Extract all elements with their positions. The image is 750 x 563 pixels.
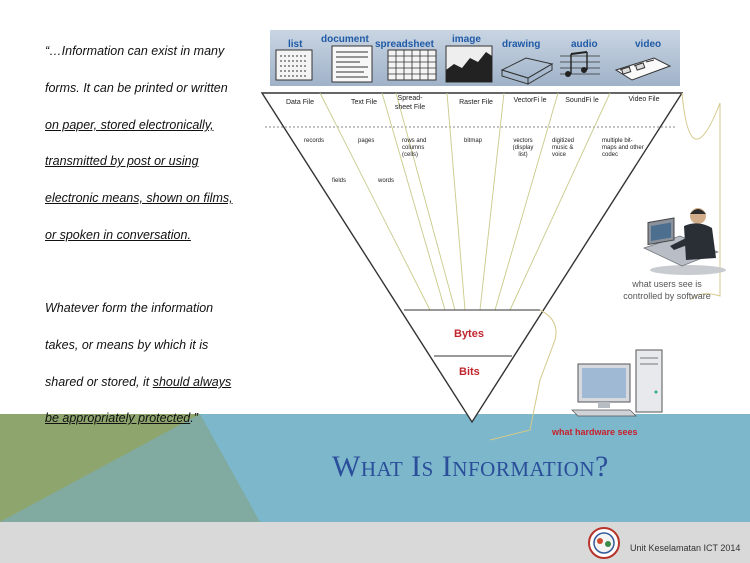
component-multiple-bitmaps: multiple bit-maps and other codec	[602, 138, 644, 159]
video-icon	[614, 57, 672, 81]
hardware-caption: what hardware sees	[552, 427, 638, 437]
file-type-raster: Raster File	[459, 99, 493, 106]
file-type-video: Video File	[628, 96, 660, 103]
quote-emphasis: be appropriately protected	[45, 411, 191, 425]
strip-label-drawing: drawing	[502, 39, 541, 50]
quote-line: Whatever form the information	[45, 301, 214, 315]
drawing-icon	[500, 57, 554, 85]
component-words: words	[378, 178, 395, 184]
unit-logo	[588, 527, 620, 559]
quote-text: shared or stored, it	[45, 375, 153, 389]
component-bitmap: bitmap	[464, 138, 483, 144]
file-type-data: Data File	[285, 99, 314, 106]
bits-label: Bits	[459, 366, 480, 378]
quote-emphasis: should always	[152, 375, 232, 389]
component-digitized-music: digitized music & voice	[552, 138, 575, 159]
component-vectors: vectors (display list)	[512, 138, 534, 159]
footer-bar	[0, 522, 750, 563]
software-brace	[681, 92, 721, 301]
strip-label-audio: audio	[571, 39, 598, 50]
component-pages: pages	[358, 138, 375, 144]
strip-label-document: document	[321, 34, 369, 45]
quote-line: on paper, stored electronically,	[45, 118, 214, 132]
quote-line: shared or stored, it should always	[45, 375, 231, 389]
quote-line: or spoken in conversation.	[45, 228, 191, 242]
file-type-text: Text File	[350, 99, 378, 106]
quote-line: “…Information can exist in many	[45, 44, 225, 58]
file-type-spreadsheet: Spread-sheet File	[394, 95, 426, 111]
footer-text: Unit Keselamatan ICT 2014	[630, 543, 741, 553]
component-rows-columns: rows and columns (cells)	[402, 138, 427, 159]
teal-shape	[0, 414, 260, 522]
computer-hardware-icon	[571, 349, 663, 417]
quote-line: be appropriately protected.”	[45, 411, 198, 425]
users-caption: what users see is controlled by software	[623, 279, 711, 302]
image-icon	[445, 45, 493, 83]
bytes-label: Bytes	[454, 328, 484, 340]
document-icon	[331, 45, 373, 83]
list-icon	[275, 49, 313, 81]
quote-line: takes, or means by which it is	[45, 338, 209, 352]
audio-icon	[560, 51, 600, 77]
quote-line: electronic means, shown on films,	[45, 191, 233, 205]
quote-line: forms. It can be printed or written	[45, 81, 228, 95]
quote-text: .”	[190, 411, 198, 425]
file-type-vector: VectorFi le	[513, 97, 547, 104]
page-title: What Is Information?	[332, 450, 609, 483]
funnel-outline	[260, 92, 684, 424]
component-fields: fields	[332, 178, 347, 184]
strip-label-spreadsheet: spreadsheet	[375, 39, 434, 50]
strip-label-image: image	[452, 34, 481, 45]
component-records: records	[304, 138, 325, 144]
hardware-brace	[489, 309, 557, 441]
quote-line: transmitted by post or using	[45, 154, 199, 168]
spreadsheet-icon	[387, 49, 437, 81]
strip-label-list: list	[288, 39, 303, 50]
user-at-computer-icon	[643, 208, 726, 275]
strip-label-video: video	[635, 39, 662, 50]
file-type-sound: SoundFi le	[565, 97, 599, 104]
strip-icons	[275, 45, 672, 85]
funnel-dividers	[319, 92, 611, 311]
